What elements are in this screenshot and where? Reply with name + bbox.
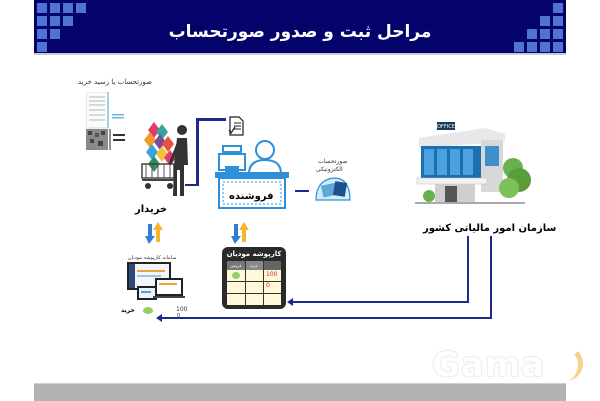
approved-badge-icon bbox=[232, 272, 240, 279]
title-banner: مراحل ثبت و صدور صورتحساب bbox=[34, 0, 566, 55]
connector-line bbox=[196, 120, 199, 186]
exchange-arrows-icon bbox=[145, 222, 163, 244]
buyer-label: خریدار bbox=[135, 204, 168, 215]
portfolio-title: کارپوشه مودیان bbox=[226, 250, 282, 258]
e-invoice-caption-line2: الکترونیکی bbox=[316, 166, 343, 173]
devices-dashboard-icon bbox=[125, 262, 185, 302]
portfolio-value-sales: 100 bbox=[266, 271, 278, 278]
receipt-icon bbox=[85, 91, 125, 150]
seller-label: فروشنده bbox=[229, 191, 274, 202]
receipt-caption: صورتحساب یا رسید خرید bbox=[78, 78, 152, 86]
buyer-panel-caption: سامانه کارپوشه مودیان bbox=[128, 255, 177, 261]
connector-line bbox=[490, 236, 492, 318]
connector-line bbox=[467, 236, 469, 302]
seller-icon bbox=[213, 140, 293, 212]
connector-line-to-portfolio bbox=[290, 301, 469, 303]
office-sign-text: OFFICE bbox=[437, 124, 455, 130]
taxpayer-portfolio-card: کارپوشه مودیان فروش خرید 100 0 bbox=[222, 247, 286, 309]
column-header-blank bbox=[263, 261, 281, 270]
arrow-head-icon bbox=[156, 314, 162, 322]
tax-authority-label: سازمان امور مالیاتی کشور bbox=[423, 223, 557, 234]
document-check-icon bbox=[228, 116, 244, 136]
exchange-arrows-icon bbox=[231, 222, 249, 244]
tax-office-building-icon: OFFICE bbox=[415, 118, 535, 213]
portfolio-value-zero: 0 bbox=[266, 282, 270, 289]
connector-arrow bbox=[295, 190, 309, 192]
e-invoice-caption-line1: صورتحساب bbox=[318, 158, 348, 165]
buyer-panel-value-bottom: 0 bbox=[177, 313, 181, 319]
approved-badge-icon bbox=[143, 307, 153, 314]
connector-line-to-buyer bbox=[160, 317, 492, 319]
buyer-panel-value-top: 100 bbox=[176, 306, 188, 313]
column-header-purchase: خرید bbox=[245, 261, 263, 270]
column-header-sales: فروش bbox=[227, 261, 245, 270]
connector-line bbox=[196, 118, 226, 121]
watermark-arc-icon bbox=[560, 346, 583, 381]
buyer-panel-purchase-label: خرید bbox=[121, 307, 135, 314]
buyer-cart-icon bbox=[140, 120, 195, 200]
footer-band bbox=[34, 383, 566, 401]
page-title: مراحل ثبت و صدور صورتحساب bbox=[168, 22, 432, 42]
gama-watermark: Gama bbox=[432, 345, 546, 385]
e-invoice-icon bbox=[314, 176, 352, 202]
portfolio-table: فروش خرید 100 0 bbox=[227, 261, 281, 305]
connector-arrow bbox=[185, 184, 199, 186]
arrow-head-icon bbox=[287, 298, 293, 306]
